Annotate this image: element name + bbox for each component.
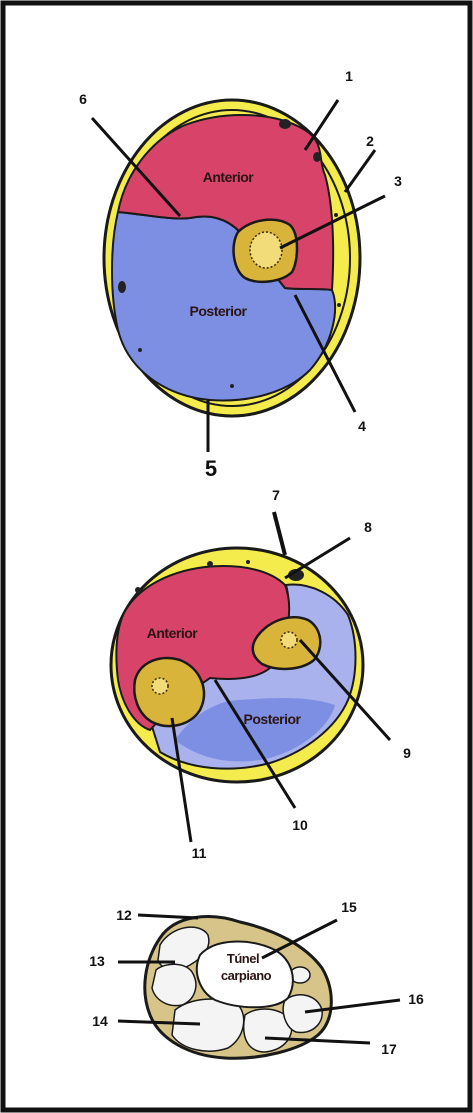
- carpal-bone: [283, 995, 322, 1033]
- callout-label: 7: [272, 487, 280, 503]
- callout-label: 6: [79, 91, 87, 107]
- ulna-marrow: [281, 632, 297, 648]
- arm-section: Anterior Posterior 1 2 3 4 5 6: [79, 68, 402, 481]
- callout-label: 1: [345, 68, 353, 84]
- arm-vessel: [138, 348, 142, 352]
- leader-line-8: [285, 538, 350, 578]
- radius-marrow: [152, 678, 168, 694]
- arm-vessel: [279, 119, 291, 129]
- arm-vessel: [230, 384, 234, 388]
- callout-label: 8: [364, 519, 372, 535]
- wrist-section: Túnel carpiano 12 13 14 15 16 17: [89, 899, 424, 1058]
- humerus-marrow: [250, 232, 282, 268]
- carpal-bone: [172, 999, 244, 1051]
- arm-anterior-label: Anterior: [203, 169, 255, 185]
- callout-label: 10: [292, 817, 308, 833]
- callout-label: 12: [116, 907, 132, 923]
- leader-line-2: [345, 150, 375, 192]
- callout-label: 17: [381, 1041, 397, 1057]
- radius-bone: [134, 658, 204, 726]
- arm-vessel: [313, 152, 321, 162]
- forearm-vessel: [246, 560, 250, 564]
- arm-vessel: [334, 213, 338, 217]
- forearm-section: Anterior Posterior 7 8 9 10 11: [111, 487, 411, 861]
- forearm-anterior-label: Anterior: [147, 625, 199, 641]
- forearm-vessel: [135, 587, 141, 593]
- callout-label: 14: [92, 1013, 108, 1029]
- arm-posterior-label: Posterior: [190, 303, 248, 319]
- carpal-tunnel-label-line2: carpiano: [221, 968, 272, 983]
- carpal-tunnel-label-line1: Túnel: [227, 951, 259, 966]
- arm-vessel: [337, 303, 341, 307]
- leader-line-12: [138, 915, 198, 918]
- carpal-bone: [152, 964, 196, 1005]
- callout-label: 9: [403, 745, 411, 761]
- callout-label: 13: [89, 953, 105, 969]
- forearm-vessel: [207, 561, 213, 567]
- callout-label: 15: [341, 899, 357, 915]
- leader-line-1: [305, 100, 338, 150]
- callout-label: 16: [408, 991, 424, 1007]
- leader-line-7: [274, 512, 285, 555]
- callout-label: 4: [358, 418, 366, 434]
- callout-label: 5: [205, 456, 217, 481]
- callout-label: 11: [192, 845, 207, 861]
- forearm-posterior-label: Posterior: [244, 711, 302, 727]
- arm-vessel: [118, 281, 126, 293]
- callout-label: 2: [366, 133, 374, 149]
- callout-label: 3: [394, 173, 402, 189]
